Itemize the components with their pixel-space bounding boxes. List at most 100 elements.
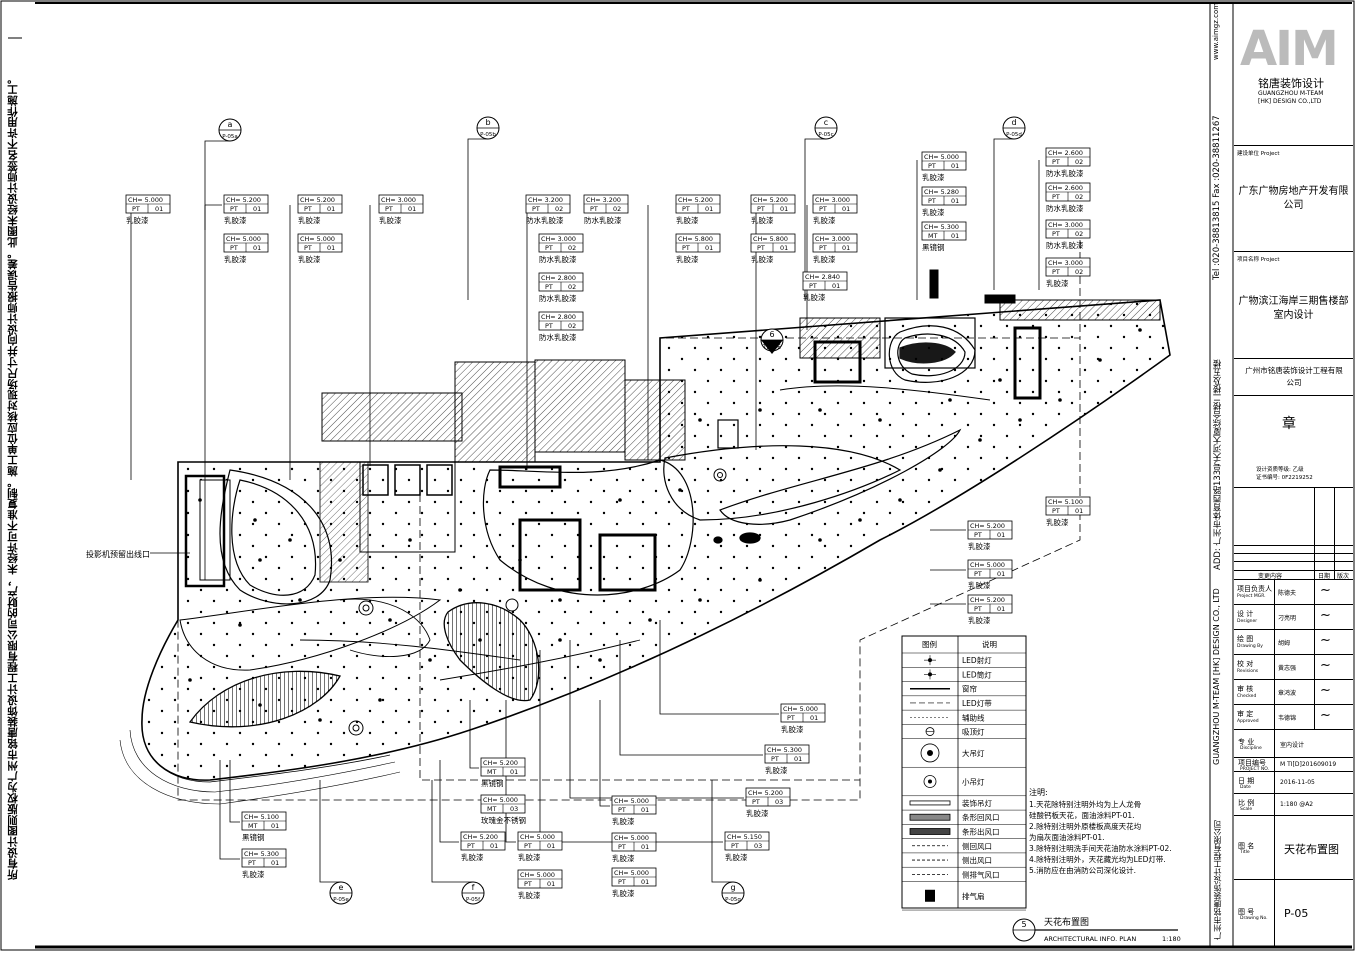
note-line: 1.天花除特别注明外均为上人龙骨: [1029, 799, 1141, 809]
tag-ceiling-height: CH= 2.600: [1048, 149, 1083, 157]
ceiling-lamp-icon: [858, 518, 862, 522]
tag-material-number: 01: [842, 205, 850, 213]
ceiling-lamp-icon: [188, 678, 192, 682]
tag-ceiling-height: CH= 5.300: [244, 850, 279, 858]
tag-material-code: PT: [545, 322, 553, 330]
tag-material-number: 02: [1075, 193, 1083, 201]
tag-material-code: PT: [618, 843, 626, 851]
tag-material-note: 乳胶漆: [612, 853, 635, 863]
legend-symbol-icon: [924, 669, 936, 680]
tag-material-code: PT: [682, 244, 690, 252]
ceiling-lamp-icon: [318, 718, 322, 722]
role-name: 胡姆: [1278, 640, 1291, 647]
vertical-company-en: GUANGZHOU M-TEAM [HK] DESIGN CO., LTD: [1212, 588, 1221, 765]
structure-walls: [184, 269, 1161, 592]
info-label: 图 名: [1238, 842, 1255, 850]
tag-material-code: PT: [524, 842, 532, 850]
cert-number: 证书编号: 0F2219252: [1256, 475, 1313, 481]
tag-material-code: PT: [771, 755, 779, 763]
tag-material-code: PT: [304, 244, 312, 252]
info-label-en: Scale: [1240, 807, 1253, 812]
tag-material-number: 01: [271, 859, 279, 867]
tag-material-note: 防水乳胶漆: [1046, 168, 1084, 178]
section-mark-ref: P-05g: [725, 897, 741, 903]
note-line: 为扇灰面油涂料PT-01.: [1029, 832, 1105, 842]
tag-material-note: 乳胶漆: [518, 890, 541, 900]
client-name: 广东广物房地产开发有限公司: [1238, 186, 1349, 211]
legend-symbol-icon: [920, 743, 940, 763]
info-value: 2016-11-05: [1280, 779, 1315, 786]
tag-material-code: PT: [819, 205, 827, 213]
tag-ceiling-height: CH= 5.800: [753, 235, 788, 243]
tag-ceiling-height: CH= 5.000: [970, 561, 1005, 569]
tag-material-code: PT: [1052, 230, 1060, 238]
ceiling-lamp-icon: [378, 698, 382, 702]
revision-col-version: 版次: [1337, 573, 1350, 580]
ceiling-lamp-icon: [338, 558, 342, 562]
tag-material-number: 02: [1075, 158, 1083, 166]
role-name: 章鸿波: [1278, 690, 1297, 697]
info-row: 图 号 Drawing No. P-05: [1234, 879, 1353, 948]
tag-ceiling-height: CH= 5.000: [128, 196, 163, 204]
tag-material-number: 02: [1075, 230, 1083, 238]
tag-material-number: 01: [155, 205, 163, 213]
info-label: 项目编号: [1238, 759, 1266, 767]
tag-material-note: 乳胶漆: [298, 254, 321, 264]
revision-col-content: 变更内容: [1258, 573, 1283, 580]
tag-ceiling-height: CH= 5.200: [300, 196, 335, 204]
ceiling-lamp-icon: [253, 518, 257, 522]
tag-ceiling-height: CH= 5.100: [244, 813, 279, 821]
tag-material-number: 01: [705, 244, 713, 252]
tag-material-number: 01: [997, 570, 1005, 578]
section-mark-id: g: [730, 883, 735, 892]
section-mark-ref: P-05d: [1006, 132, 1022, 138]
tag-ceiling-height: CH= 3.000: [1048, 259, 1083, 267]
title-cn: 天花布置图: [1044, 916, 1089, 928]
left-copyright-note: 所有设计图则版权为广州市铭唐装饰设计工程有限公司的财产，未经许可不准复制。施工单…: [7, 73, 19, 880]
projection-outlet-label: 投影机预留出线口: [86, 549, 150, 559]
tag-material-code: PT: [545, 244, 553, 252]
info-label-en: Date: [1240, 785, 1251, 790]
ceiling-lamp-icon: [978, 438, 982, 442]
tag-ceiling-height: CH= 5.200: [753, 196, 788, 204]
tag-material-note: 乳胶漆: [781, 724, 804, 734]
tag-ceiling-height: CH= 3.000: [815, 196, 850, 204]
tag-material-number: 02: [568, 244, 576, 252]
tag-material-note: 乳胶漆: [813, 254, 836, 264]
ceiling-lamp-icon: [518, 558, 522, 562]
legend-item-label: 侧回风口: [962, 841, 992, 851]
tag-material-code: PT: [819, 244, 827, 252]
tag-material-note: 乳胶漆: [1046, 278, 1069, 288]
tag-ceiling-height: CH= 3.200: [586, 196, 621, 204]
tag-material-note: 乳胶漆: [518, 852, 541, 862]
tag-material-code: PT: [230, 205, 238, 213]
tag-material-number: 01: [1075, 507, 1083, 515]
leaf-features: [188, 342, 956, 728]
tag-material-code: PT: [1052, 193, 1060, 201]
tag-material-number: 01: [810, 714, 818, 722]
tag-ceiling-height: CH= 5.000: [614, 797, 649, 805]
role-name: 陈德夫: [1278, 590, 1297, 597]
tag-ceiling-height: CH= 2.600: [1048, 184, 1083, 192]
tag-material-note: 乳胶漆: [725, 852, 748, 862]
info-value: 1:180 @A2: [1280, 801, 1314, 808]
info-label-en: Discipline: [1240, 746, 1262, 751]
ceiling-lamp-icon: [698, 598, 702, 602]
section-mark-id: d: [1011, 118, 1016, 127]
section-mark-ref: P-05e: [333, 897, 349, 903]
tag-ceiling-height: CH= 5.300: [767, 746, 802, 754]
tag-material-number: 03: [775, 798, 783, 806]
tag-material-note: 黑镜钢: [242, 832, 265, 842]
role-cn: 审 核: [1237, 685, 1254, 693]
tag-material-note: 乳胶漆: [968, 615, 991, 625]
role-name: 刁亮明: [1278, 615, 1297, 622]
info-label-en: Title: [1240, 850, 1250, 855]
